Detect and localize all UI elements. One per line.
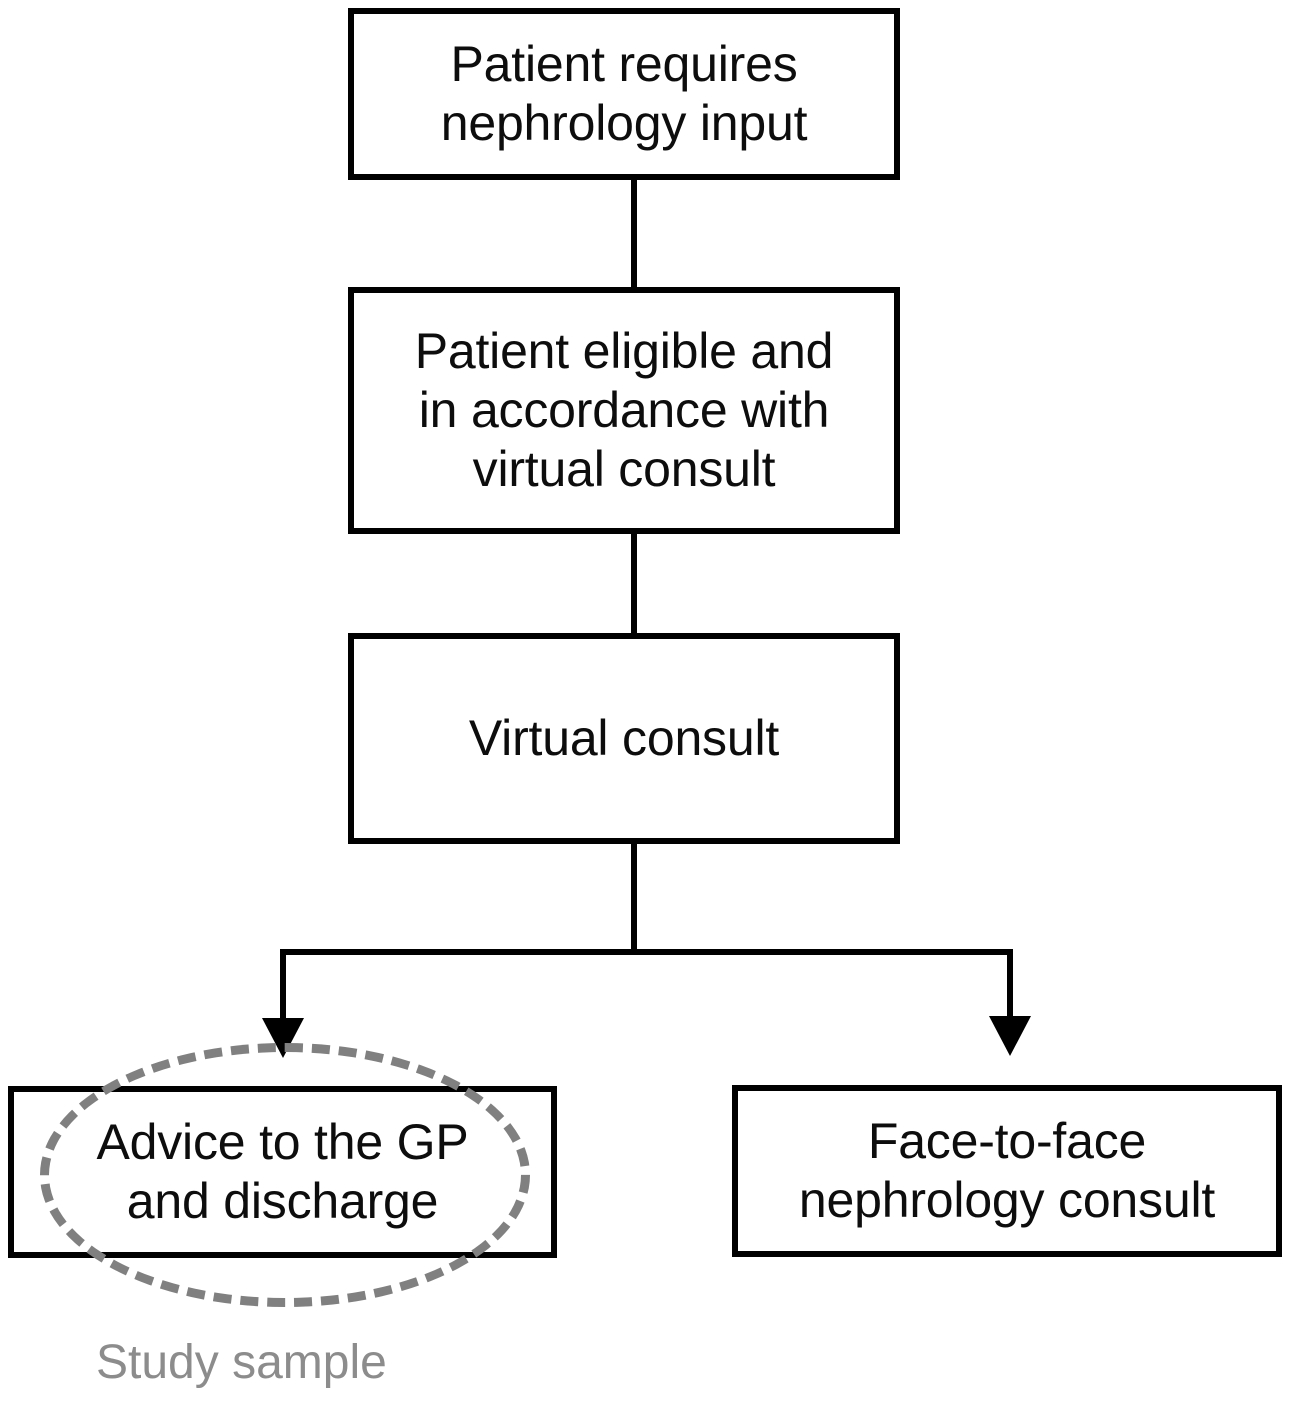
node-face-to-face-nephrology-consult[interactable]: Face-to-face nephrology consult xyxy=(732,1085,1282,1257)
arrowhead-advice-discharge xyxy=(262,1018,304,1058)
node-patient-requires-nephrology-input[interactable]: Patient requires nephrology input xyxy=(348,8,900,180)
node-patient-eligible-virtual-consult[interactable]: Patient eligible and in accordance with … xyxy=(348,287,900,534)
node-label: Advice to the GP and discharge xyxy=(96,1114,469,1229)
node-label: Virtual consult xyxy=(468,710,780,766)
node-label: Patient requires nephrology input xyxy=(440,36,808,151)
node-advice-to-gp-and-discharge[interactable]: Advice to the GP and discharge xyxy=(8,1086,557,1258)
arrowhead-face-to-face xyxy=(989,1016,1031,1056)
node-label: Face-to-face nephrology consult xyxy=(798,1113,1216,1228)
node-virtual-consult[interactable]: Virtual consult xyxy=(348,633,900,844)
node-label: Patient eligible and in accordance with … xyxy=(414,323,834,497)
study-sample-caption: Study sample xyxy=(96,1336,387,1389)
